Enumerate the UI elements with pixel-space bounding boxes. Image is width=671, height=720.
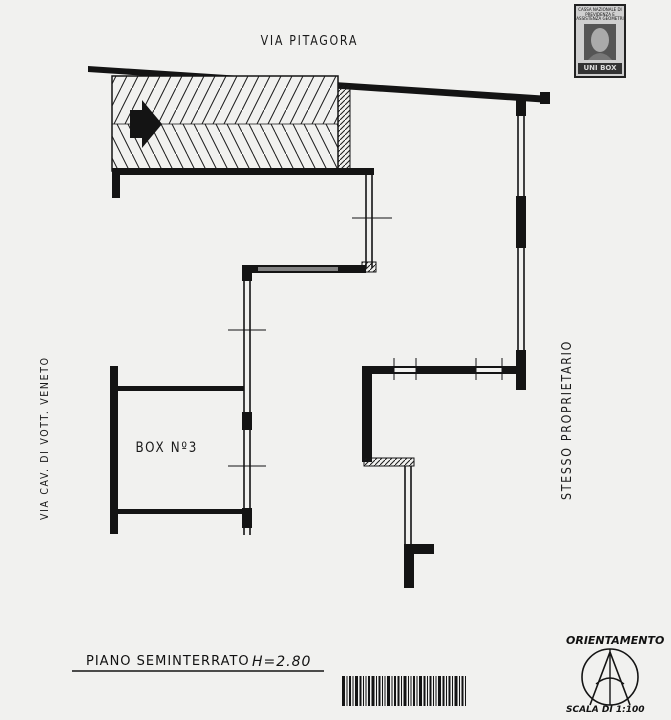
stamp-portrait-icon [584, 24, 616, 60]
box-3-walls [110, 366, 244, 534]
scale-bar-stripe [413, 676, 415, 706]
ramp-lower-wall [112, 168, 374, 198]
scale-bar-stripe [346, 676, 348, 706]
height-label: H=2.80 [252, 654, 312, 670]
scale-bar-stripe [378, 676, 381, 706]
scale-bar-stripe [391, 676, 393, 706]
scale-bar-stripe [355, 676, 358, 706]
scale-bar-stripe [387, 676, 390, 706]
stamp-label: UNI BOX [578, 63, 622, 74]
scale-bar-stripe [363, 676, 364, 706]
scale-bar-stripe [368, 676, 370, 706]
scale-bar-stripe [359, 676, 362, 706]
street-label-top: VIA PITAGORA [260, 34, 359, 49]
street-label-left: VIA CAV. DI VOTT. VENETO [38, 356, 51, 520]
scale-bar-stripe [461, 676, 464, 706]
corridor-walls [228, 175, 392, 535]
scale-bar-stripe [384, 676, 386, 706]
box-label: BOX Nº3 [135, 440, 198, 456]
scale-bar-stripe [454, 676, 458, 706]
scale-bar-stripe [427, 676, 428, 706]
scale-bar-stripe [371, 676, 375, 706]
scale-bar-stripe [435, 676, 437, 706]
scale-bar-stripe [394, 676, 396, 706]
scale-bar-stripe [452, 676, 453, 706]
ramp-direction-arrow-icon [130, 100, 162, 148]
scale-bar-stripe [419, 676, 422, 706]
scale-bar-stripe [423, 676, 426, 706]
scale-bar-stripe [448, 676, 451, 706]
scale-label: SCALA DI 1:100 [566, 705, 645, 715]
stamp-text: CASSA NAZIONALE DI PREVIDENZA E ASSISTEN… [576, 7, 624, 21]
scale-bar-stripe [416, 676, 418, 706]
orientation-label: ORIENTAMENTO [566, 634, 665, 647]
floor-label: PIANO SEMINTERRATO [86, 654, 250, 669]
scale-bar-stripe [342, 676, 345, 706]
north-arrow-icon [581, 648, 639, 706]
scale-bar-stripe [365, 676, 367, 706]
scale-bar-stripe [349, 676, 351, 706]
scale-bar-stripe [446, 676, 447, 706]
scale-bar-stripe [459, 676, 460, 706]
scale-bar-stripe [429, 676, 432, 706]
scale-bar-stripe [397, 676, 400, 706]
right-room-walls [362, 358, 522, 588]
right-wall [516, 98, 526, 390]
scale-bar-stripe [352, 676, 354, 706]
scale-bar-stripe [376, 676, 377, 706]
scale-bar-stripe [465, 676, 466, 706]
neighbor-label-right: STESSO PROPRIETARIO [560, 340, 575, 500]
scale-bar-stripe [382, 676, 383, 706]
scale-bar-stripe [410, 676, 412, 706]
scale-bar-stripe [433, 676, 434, 706]
seal-stamp: CASSA NAZIONALE DI PREVIDENZA E ASSISTEN… [574, 4, 626, 78]
scale-bar-stripe [401, 676, 402, 706]
scale-bar-stripe [438, 676, 441, 706]
scale-bar-stripe [408, 676, 409, 706]
scale-bar-stripe [403, 676, 407, 706]
scale-bar-stripe [442, 676, 445, 706]
graphic-scale-bar [342, 676, 466, 706]
